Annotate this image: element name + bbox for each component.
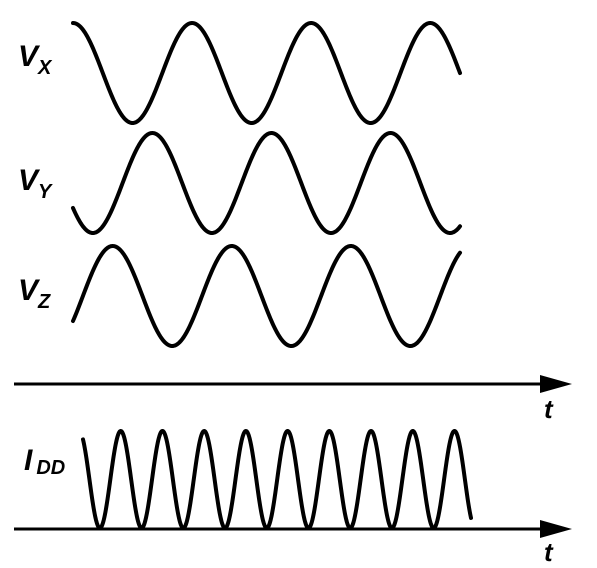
vx-waveform [71,21,462,125]
lower-time-axis-arrowhead [540,520,572,538]
upper-t-label: t [544,394,554,424]
vz-label: VZ [18,274,51,313]
lower-t-label: t [544,537,554,567]
vy-waveform [71,131,462,235]
upper-time-axis-arrowhead [540,375,572,393]
idd-waveform [81,429,473,530]
vy-label: VY [18,164,53,203]
vx-label: VX [18,40,53,79]
vz-waveform [71,244,462,348]
